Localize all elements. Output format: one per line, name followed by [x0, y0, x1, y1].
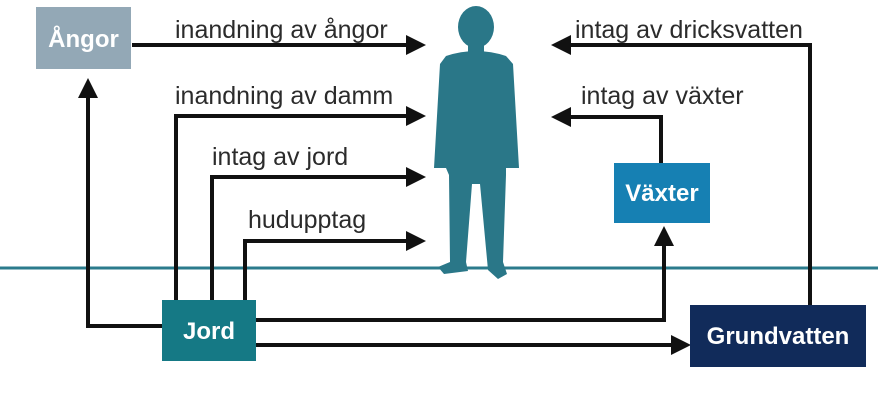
- label-hudupptag: hudupptag: [248, 206, 366, 234]
- label-intag-jord: intag av jord: [212, 143, 348, 171]
- person-silhouette-icon: [434, 6, 519, 279]
- arrow-intag-dricksvatten: [551, 35, 812, 305]
- node-vaxter-label: Växter: [625, 180, 698, 207]
- node-angor-label: Ångor: [48, 25, 119, 53]
- label-inandning-angor: inandning av ångor: [175, 16, 388, 44]
- label-inandning-damm: inandning av damm: [175, 82, 393, 110]
- arrow-intag-jord: [210, 167, 426, 300]
- arrow-hudupptag: [243, 231, 426, 300]
- arrow-jord-to-angor: [78, 78, 163, 328]
- node-grundvatten-label: Grundvatten: [707, 323, 850, 350]
- node-jord-label: Jord: [183, 318, 235, 345]
- arrows: [78, 35, 812, 355]
- node-vaxter: Växter: [614, 163, 710, 223]
- node-grundvatten: Grundvatten: [690, 305, 866, 367]
- arrow-jord-to-vaxter: [256, 226, 674, 322]
- node-jord: Jord: [162, 300, 256, 361]
- label-intag-dricksvatten: intag av dricksvatten: [575, 16, 803, 44]
- label-intag-vaxter: intag av växter: [581, 82, 744, 110]
- arrow-inandning-damm: [174, 106, 426, 300]
- node-angor: Ångor: [36, 7, 131, 69]
- arrow-intag-vaxter: [551, 107, 663, 163]
